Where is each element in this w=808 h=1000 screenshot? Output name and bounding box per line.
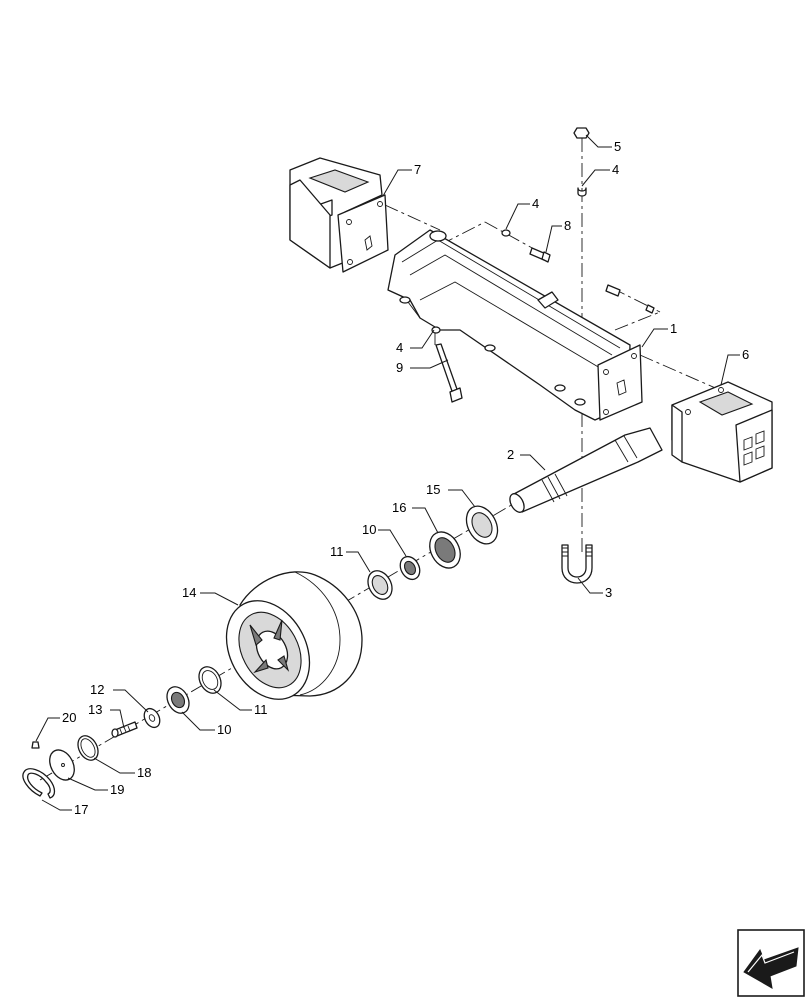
bearing-16	[429, 531, 461, 569]
callout-17: 17	[74, 802, 88, 817]
bearing-cup-upper	[367, 570, 393, 600]
right-side-bolt	[605, 284, 655, 314]
washer-lower	[431, 326, 441, 334]
long-bolt-9	[435, 343, 463, 403]
bearing-cone-lower	[166, 686, 190, 714]
page-turn-arrow-icon[interactable]	[737, 929, 805, 997]
washer-12	[143, 707, 161, 729]
callout-12: 12	[90, 682, 104, 697]
washer-top-middle	[501, 229, 511, 237]
wheel-hub	[225, 571, 363, 700]
retaining-ring-17	[22, 768, 56, 799]
right-bracket-axis	[639, 354, 721, 391]
hub-cap-19	[49, 749, 75, 781]
seal-15	[465, 505, 499, 545]
callout-4-top-middle: 4	[532, 196, 539, 211]
snap-ring-18	[77, 735, 99, 761]
washer-top-right	[577, 187, 587, 197]
callout-9: 9	[396, 360, 403, 375]
callout-15: 15	[426, 482, 440, 497]
bearing-cone-upper	[399, 555, 421, 581]
callout-11-upper: 11	[330, 544, 344, 559]
callout-16: 16	[392, 500, 406, 515]
right-bolt-axis	[614, 311, 661, 331]
grease-fitting-20	[31, 741, 40, 749]
bearing-cup-lower	[198, 666, 222, 694]
callout-1: 1	[670, 321, 677, 336]
axle-shaft	[509, 427, 663, 513]
callout-19: 19	[110, 782, 124, 797]
callout-18: 18	[137, 765, 151, 780]
leader-lines	[35, 134, 740, 811]
callout-7: 7	[414, 162, 421, 177]
callout-14: 14	[182, 585, 196, 600]
callout-11-lower: 11	[254, 702, 268, 717]
right-mounting-bracket	[671, 381, 773, 483]
callout-13: 13	[88, 702, 102, 717]
u-bolt	[561, 544, 593, 584]
callout-10-upper: 10	[362, 522, 376, 537]
bolt-8	[529, 247, 551, 263]
hex-nut	[573, 127, 590, 139]
axle-housing-beam	[387, 229, 643, 421]
callout-6: 6	[742, 347, 749, 362]
callout-2: 2	[507, 447, 514, 462]
left-mounting-bracket	[289, 157, 389, 273]
callout-10-lower: 10	[217, 722, 231, 737]
left-bracket-axis	[384, 204, 441, 231]
callout-labels: 5 4 4 8 7 1 6 4 9 2 3 15 16 10 11 14 11 …	[62, 139, 749, 817]
callout-8: 8	[564, 218, 571, 233]
callout-20: 20	[62, 710, 76, 725]
bolt-13	[111, 721, 138, 738]
callout-3: 3	[605, 585, 612, 600]
callout-5: 5	[614, 139, 621, 154]
callout-4-lower: 4	[396, 340, 403, 355]
callout-4-top-right: 4	[612, 162, 619, 177]
